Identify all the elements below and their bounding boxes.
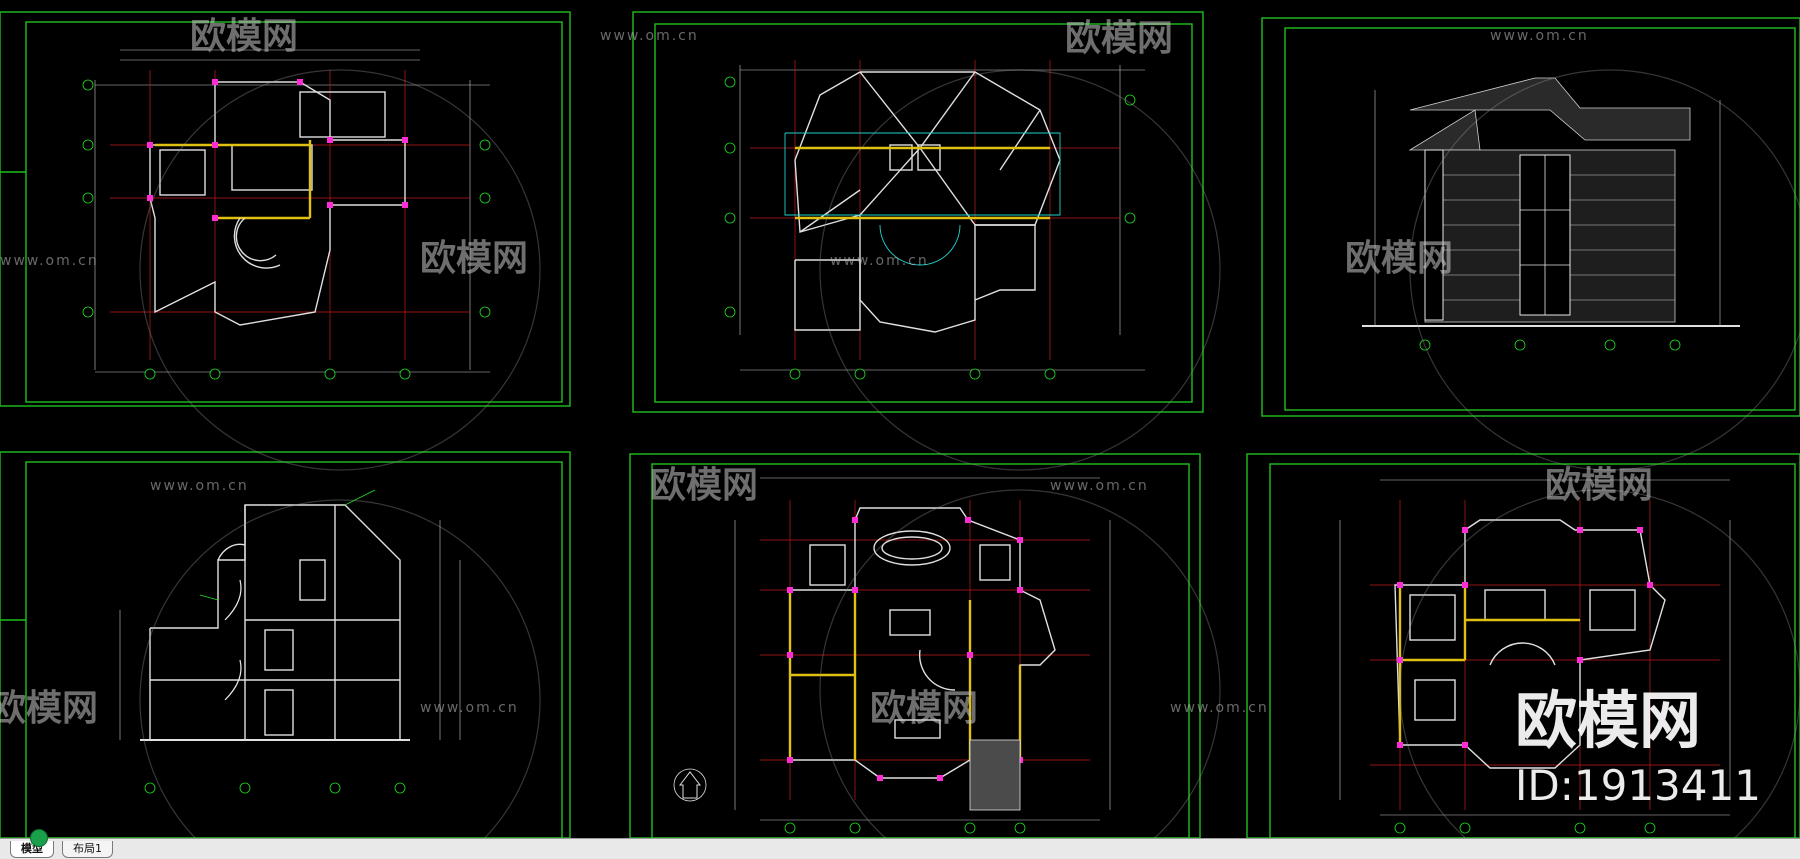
- drawing-sheet-6: [1246, 453, 1800, 838]
- drawing-sheet-4: [0, 451, 571, 838]
- watermark-logo: 欧模网: [650, 465, 758, 506]
- watermark-logo: 欧模网: [870, 688, 978, 729]
- viewport-badge-icon: [30, 829, 48, 847]
- watermark-layer: 欧模网 欧模网 欧模网 欧模网 欧模网 欧模网 欧模网 欧模网 www.om.c…: [0, 16, 1800, 838]
- watermark-logo: 欧模网: [190, 16, 298, 57]
- watermark-url: www.om.cn: [600, 28, 699, 44]
- watermark-logo: 欧模网: [1545, 465, 1653, 506]
- watermark-logo: 欧模网: [1345, 238, 1453, 279]
- watermark-logo: 欧模网: [420, 238, 528, 279]
- watermark-url: www.om.cn: [150, 478, 249, 494]
- watermark-url: www.om.cn: [1170, 700, 1269, 716]
- watermark-url: www.om.cn: [830, 253, 929, 269]
- watermark-url: www.om.cn: [0, 253, 99, 269]
- brand-mark-title: 欧模网: [1515, 684, 1701, 757]
- tab-layout-1-label: 布局1: [73, 842, 102, 855]
- watermark-logo: 欧模网: [1065, 18, 1173, 59]
- drawing-sheet-2: [632, 11, 1204, 413]
- watermark-url: www.om.cn: [420, 700, 519, 716]
- tab-layout-1[interactable]: 布局1: [62, 841, 113, 858]
- layout-tab-bar: 模型 布局1: [0, 838, 1800, 859]
- watermark-logo: 欧模网: [0, 688, 98, 729]
- cad-model-space[interactable]: 欧模网 欧模网 欧模网 欧模网 欧模网 欧模网 欧模网 欧模网 www.om.c…: [0, 0, 1800, 838]
- watermark-url: www.om.cn: [1050, 478, 1149, 494]
- drawing-sheet-5: [629, 453, 1201, 838]
- watermark-url: www.om.cn: [1490, 28, 1589, 44]
- drawing-sheet-3: [1261, 17, 1800, 417]
- brand-mark: 欧模网 ID:1913411: [1515, 684, 1761, 810]
- brand-mark-id: ID:1913411: [1515, 761, 1761, 810]
- drawing-sheet-1: [0, 11, 571, 407]
